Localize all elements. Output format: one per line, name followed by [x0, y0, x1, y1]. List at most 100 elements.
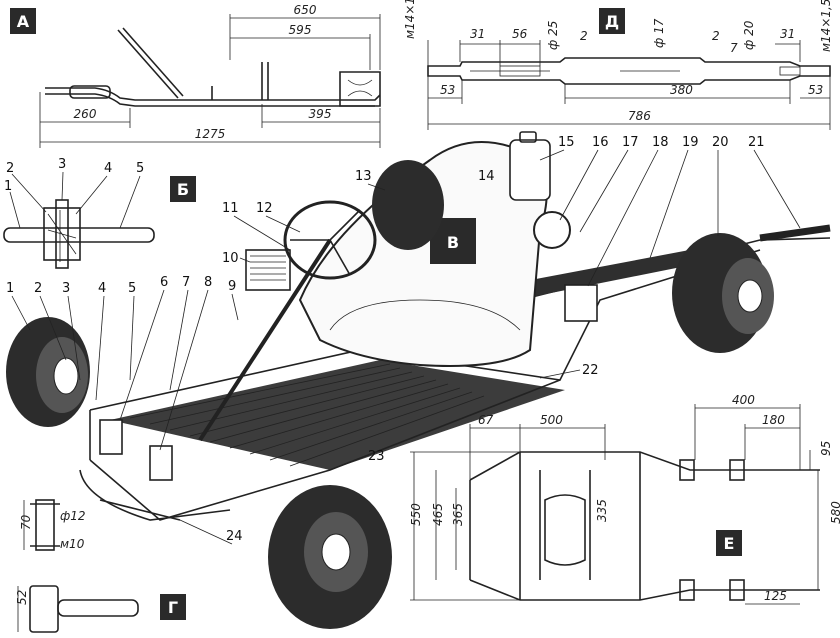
clevis [29, 585, 59, 633]
callout-22: 22 [582, 363, 599, 378]
dim-m10: м10 [60, 537, 85, 551]
pin-body [35, 499, 55, 551]
dim-31-left: 31 [470, 27, 485, 41]
dim-180: 180 [762, 413, 785, 427]
front-axle-tube [69, 85, 111, 99]
dim-2-right: 2 [712, 29, 720, 43]
frame-top-rail [469, 451, 820, 481]
dim-400: 400 [732, 393, 755, 407]
dim-260: 260 [74, 107, 97, 121]
keyway [499, 65, 541, 77]
dim-31-right: 31 [780, 27, 795, 41]
callout-15: 15 [558, 135, 575, 150]
label-e: Е [724, 534, 735, 553]
dim-phi20: ф 20 [742, 20, 756, 50]
callout-12: 12 [256, 201, 273, 216]
callout-21: 21 [748, 135, 765, 150]
dim-500: 500 [540, 413, 563, 427]
dim-335: 335 [595, 499, 609, 522]
label-b: Б [177, 180, 189, 199]
dim-365: 365 [451, 503, 465, 526]
dim-7: 7 [730, 41, 738, 55]
b-callout-4: 4 [104, 161, 112, 176]
b-callout-3: 3 [58, 157, 66, 172]
label-box-g [160, 594, 186, 620]
label-d: Д [605, 12, 619, 31]
dim-95: 95 [819, 441, 833, 456]
dim-52: 52 [15, 590, 29, 605]
frame-rail [45, 87, 381, 101]
b-callout-2: 2 [6, 161, 14, 176]
label-a: А [17, 12, 30, 31]
view-g-pin: Г 70 ф12 м10 52 [15, 499, 186, 633]
callout-13: 13 [355, 169, 372, 184]
sprocket [533, 211, 571, 249]
wheel-rear-right [672, 233, 774, 353]
b-callout-1: 1 [4, 179, 12, 194]
steering-column-3d [198, 238, 332, 442]
hinge-tube [3, 227, 155, 243]
callout-16: 16 [592, 135, 609, 150]
dim-53-left: 53 [440, 83, 455, 97]
callout-5: 5 [128, 281, 136, 296]
steering-column [117, 29, 179, 99]
callout-23: 23 [368, 449, 385, 464]
view-a-frame-side: А 650 595 260 1275 395 [10, 3, 381, 148]
view-b-hinge: Б 2 3 4 5 1 [3, 157, 196, 269]
label-g: Г [168, 598, 178, 617]
dim-m14-right: м14×1,5 [819, 0, 833, 52]
label-box-d [599, 8, 625, 34]
dim-56: 56 [512, 27, 528, 41]
callout-8: 8 [204, 275, 212, 290]
dim-2-left: 2 [580, 29, 588, 43]
label-box-a [10, 8, 36, 34]
wheel-front-right [268, 485, 392, 629]
brake-block [564, 284, 598, 322]
floor-pan [110, 360, 565, 470]
dim-m14-left: м14×1,5 [403, 0, 417, 39]
b-callout-5: 5 [136, 161, 144, 176]
view-main-kart: В [6, 131, 831, 629]
callout-11: 11 [222, 201, 239, 216]
label-box-b [170, 176, 196, 202]
view-d-rear-axle: Д м14×1,5 31 56 ф 25 2 ф 17 2 7 ф 20 31 … [403, 0, 833, 130]
label-v: В [447, 233, 459, 252]
callout-6: 6 [160, 275, 168, 290]
callout-2: 2 [34, 281, 42, 296]
wheel-front-left [6, 317, 90, 427]
callout-10: 10 [222, 251, 239, 266]
callout-19: 19 [682, 135, 699, 150]
callout-1: 1 [6, 281, 14, 296]
wheel-rear-left [372, 160, 444, 250]
dim-550: 550 [409, 503, 423, 526]
pedal-right [149, 445, 173, 481]
rear-bracket [339, 71, 381, 107]
dim-380: 380 [670, 83, 693, 97]
dim-580: 580 [829, 501, 840, 524]
axle-end-21 [759, 224, 831, 242]
frame-rail-lower [45, 93, 375, 107]
fuel-tank [509, 139, 551, 201]
dim-650: 650 [294, 3, 317, 17]
callout-18: 18 [652, 135, 669, 150]
dim-395: 395 [309, 107, 332, 121]
dim-595: 595 [289, 23, 312, 37]
dim-465: 465 [431, 503, 445, 526]
callout-20: 20 [712, 135, 729, 150]
dim-53-right: 53 [808, 83, 823, 97]
pedal-left [99, 419, 123, 455]
callout-4: 4 [98, 281, 106, 296]
callout-9: 9 [228, 279, 236, 294]
view-e-frame-plan: Е 67 500 400 180 95 550 465 [409, 393, 840, 605]
dim-phi17: ф 17 [652, 18, 666, 48]
hinge-bracket [43, 207, 81, 261]
dim-1275: 1275 [195, 127, 226, 141]
dim-phi12: ф12 [60, 509, 86, 523]
dim-phi25: ф 25 [546, 21, 560, 50]
dim-125: 125 [764, 589, 787, 603]
dim-67: 67 [478, 413, 494, 427]
dim-786: 786 [628, 109, 651, 123]
callout-7: 7 [182, 275, 190, 290]
